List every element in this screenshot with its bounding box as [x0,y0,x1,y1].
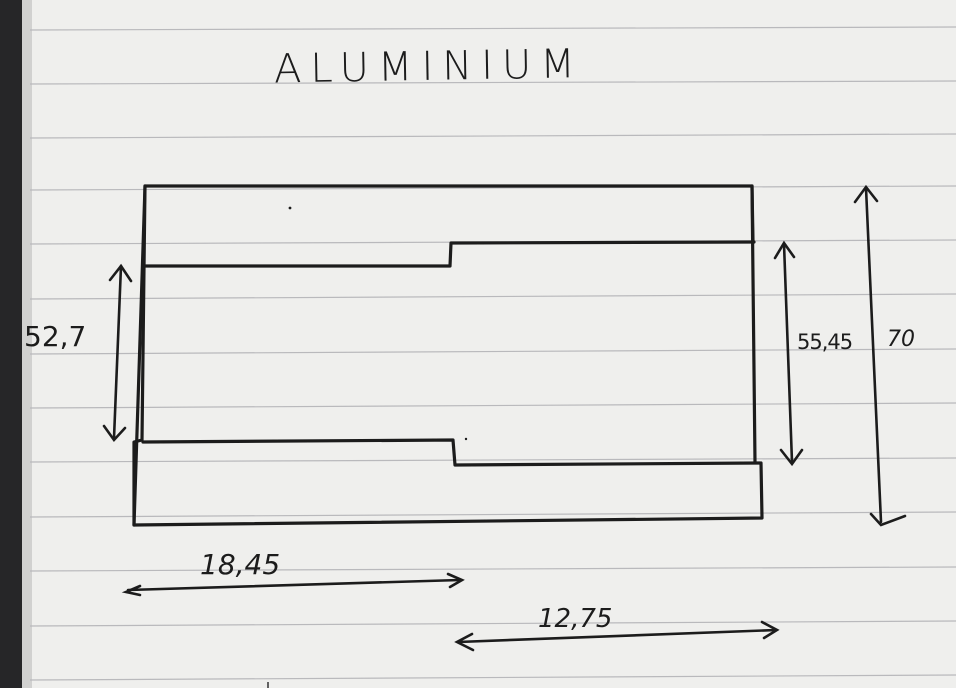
arrow-up-icon [853,184,879,204]
dim-right-inner-height-label: 55,45 [797,330,852,354]
ruled-lines [29,26,956,681]
arrow-right-icon [446,572,465,589]
pen-dot [464,437,468,441]
dimension-bottom-right-width [454,620,780,652]
paper-left-edge-fade [22,0,32,688]
arrow-up-icon [773,240,796,260]
outer-right-edge [750,184,757,464]
arrow-down-icon [869,512,907,527]
arrow-right-icon [760,620,780,640]
arrow-left-icon [121,584,142,597]
sketch-title: ALUMINIUM [274,41,585,92]
arrow-down-icon [779,448,804,467]
arrow-left-icon [454,632,475,652]
dimension-right-inner-height [773,240,804,467]
dim-left-height-label: 52,7 [24,320,86,353]
upper-step-line [143,240,756,268]
part-outline [132,184,764,527]
pen-dot [288,206,292,210]
dimension-bottom-left-width [121,572,465,597]
outer-left-edge [132,184,147,527]
dimension-right-outer-height [853,184,907,527]
paper-left-edge-shadow [0,0,22,688]
dim-bottom-right-width-label: 12,75 [538,604,612,634]
dimension-left-height [102,263,133,443]
dim-bottom-left-width-label: 18,45 [200,548,280,581]
dim-right-outer-height-label: 70 [887,327,915,352]
lower-step-line [141,438,762,467]
arrow-up-icon [108,263,133,283]
arrow-down-icon [102,424,127,443]
